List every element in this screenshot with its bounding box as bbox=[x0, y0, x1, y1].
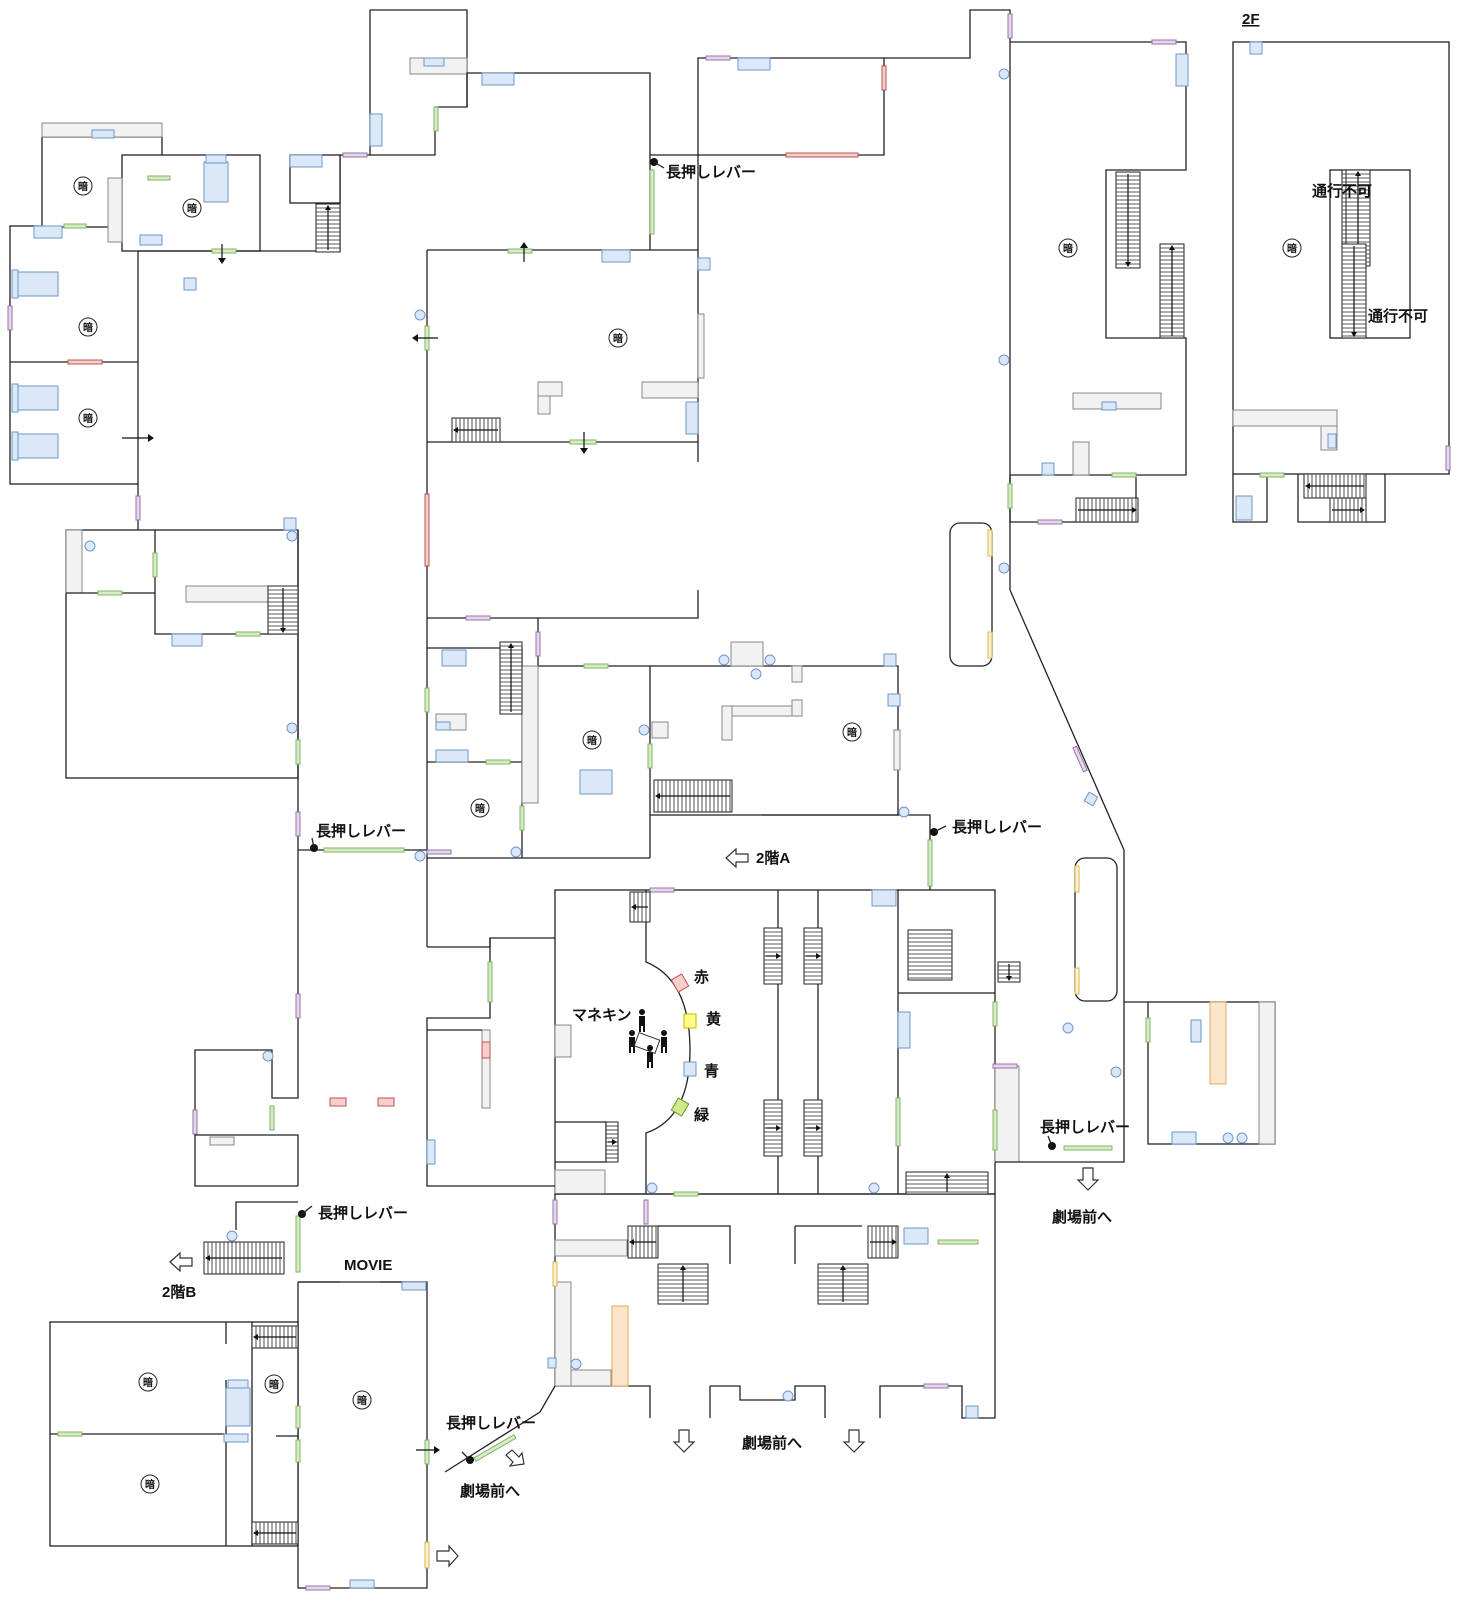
color-blue-label: 青 bbox=[704, 1062, 719, 1080]
lever-label-5: 長押しレバー bbox=[318, 1204, 408, 1222]
to-theater-label-3: 劇場前へ bbox=[460, 1482, 520, 1500]
color-panels bbox=[670, 973, 697, 1117]
dark-room-mark: 暗 bbox=[613, 332, 623, 345]
to-theater-label-1: 劇場前へ bbox=[1052, 1208, 1112, 1226]
lever-label-4: 長押しレバー bbox=[1040, 1118, 1130, 1136]
dark-room-mark: 暗 bbox=[1287, 242, 1297, 255]
hollow-arrows bbox=[169, 847, 1100, 1568]
direction-arrows bbox=[122, 242, 588, 1454]
dark-room-mark: 暗 bbox=[587, 734, 597, 747]
dark-room-mark: 暗 bbox=[847, 726, 857, 739]
color-red-label: 赤 bbox=[694, 968, 709, 986]
lever-label-1: 長押しレバー bbox=[666, 163, 756, 181]
levers bbox=[298, 158, 1056, 1464]
to-2f-b-label: 2階B bbox=[162, 1283, 196, 1301]
dark-room-mark: 暗 bbox=[83, 321, 93, 334]
color-green-label: 緑 bbox=[694, 1106, 710, 1124]
mannequin-label: マネキン bbox=[572, 1007, 632, 1024]
dark-room-mark: 暗 bbox=[145, 1478, 155, 1491]
blocked-label-2: 通行不可 bbox=[1368, 307, 1428, 325]
dark-room-mark: 暗 bbox=[187, 202, 197, 215]
to-2f-a-label: 2階A bbox=[756, 849, 790, 867]
dark-room-marks: 暗暗暗暗暗暗暗暗暗暗暗暗暗暗 bbox=[73, 176, 1302, 1494]
dark-room-mark: 暗 bbox=[83, 412, 93, 425]
dark-room-mark: 暗 bbox=[269, 1378, 279, 1391]
blocked-label-1: 通行不可 bbox=[1312, 182, 1372, 200]
floor-label: 2F bbox=[1242, 11, 1260, 28]
movie-label: MOVIE bbox=[344, 1257, 392, 1274]
dark-room-mark: 暗 bbox=[78, 180, 88, 193]
labels: 2F 長押しレバー 長押しレバー 長押しレバー 長押しレバー 長押しレバー 長押… bbox=[162, 11, 1428, 1500]
furniture bbox=[11, 41, 1337, 1589]
stairs bbox=[203, 169, 1371, 1545]
mannequin-group bbox=[629, 1009, 667, 1068]
dark-room-mark: 暗 bbox=[143, 1376, 153, 1389]
lever-label-2: 長押しレバー bbox=[316, 822, 406, 840]
dark-room-mark: 暗 bbox=[475, 802, 485, 815]
walls bbox=[9, 9, 1450, 1589]
dark-room-mark: 暗 bbox=[357, 1394, 367, 1407]
color-yellow-label: 黄 bbox=[706, 1010, 721, 1028]
lever-label-3: 長押しレバー bbox=[952, 818, 1042, 836]
round-objects bbox=[84, 68, 1248, 1402]
dark-room-mark: 暗 bbox=[1063, 242, 1073, 255]
to-theater-label-2: 劇場前へ bbox=[742, 1434, 802, 1452]
doors bbox=[7, 13, 1451, 1591]
lever-label-6: 長押しレバー bbox=[446, 1414, 536, 1432]
